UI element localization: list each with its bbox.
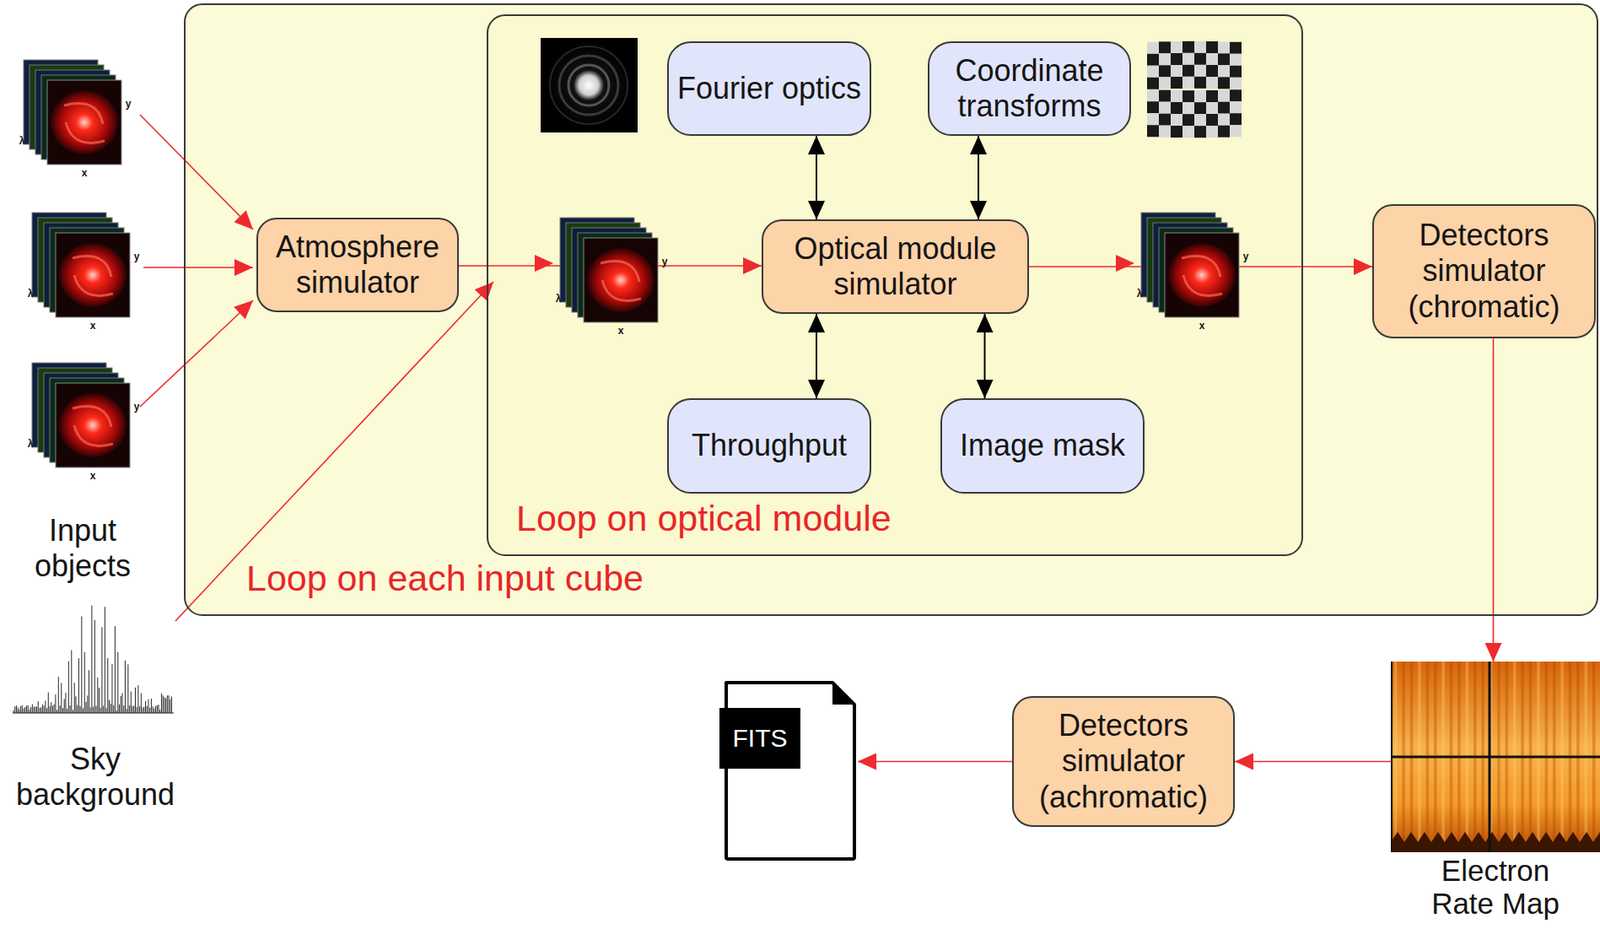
axis-letter: λ: [1136, 288, 1143, 299]
axis-letter: λ: [27, 288, 34, 299]
flow-arrow: [1234, 760, 1391, 763]
bidirectional-arrow: [815, 135, 818, 220]
box-label: Coordinate transforms: [936, 53, 1123, 124]
axis-letter: y: [134, 401, 141, 412]
document-icon: [721, 678, 858, 862]
process-box: Throughput: [667, 398, 872, 494]
loop-label: Loop on optical module: [516, 497, 892, 539]
loop-region-fill: [183, 3, 1599, 616]
flow-arrow: [1492, 338, 1495, 662]
input-arrow: [140, 300, 254, 407]
box-label: Fourier optics: [677, 70, 862, 107]
fits-file: FITS: [721, 678, 858, 862]
axis-letter: x: [1199, 320, 1206, 331]
bidirectional-arrow: [984, 313, 986, 399]
loop-region: Fourier optics Coordinate transformsOptic…: [183, 3, 1599, 616]
bidirectional-arrow: [815, 313, 818, 399]
input-arrow: [143, 266, 254, 269]
data-cube: [32, 212, 130, 318]
axis-letter: λ: [555, 293, 562, 304]
axis-letter: y: [125, 98, 132, 109]
loop-region-fill: [484, 12, 1302, 555]
electron-rate-map: Electron Rate Map: [1390, 661, 1600, 929]
input-arrows: [140, 114, 494, 621]
axis-letter: y: [662, 256, 669, 267]
data-cube: [560, 217, 658, 323]
loop-region: Fourier optics Coordinate transformsOptic…: [486, 14, 1304, 556]
box-label: Atmosphere simulator: [264, 229, 451, 301]
box-label: Throughput: [691, 427, 847, 464]
data-cube: [1141, 212, 1240, 318]
input-caption: Input objects: [0, 512, 168, 584]
axis-letter: λ: [19, 135, 26, 146]
data-cube: [32, 362, 130, 468]
airy-disk-icon: [540, 37, 638, 133]
loop-label: Loop on each input cube: [246, 557, 644, 599]
input-caption: Sky background: [10, 741, 180, 813]
box-label: Detectors simulator (chromatic): [1380, 217, 1588, 324]
electron-map-image: [1390, 661, 1600, 852]
map-caption: Electron Rate Map: [1406, 853, 1585, 920]
axis-letter: x: [81, 167, 88, 178]
process-box: Fourier optics: [667, 41, 872, 136]
axis-letter: x: [618, 325, 625, 336]
data-cube: [23, 59, 122, 165]
process-box: Atmosphere simulator: [256, 217, 459, 313]
sky-spectrum: [12, 605, 174, 713]
process-box: Coordinate transforms: [927, 41, 1132, 136]
axis-letter: x: [90, 320, 97, 331]
axis-letter: y: [134, 251, 141, 262]
axis-letter: x: [90, 470, 97, 481]
flow-arrow: [857, 760, 1013, 763]
file-type-tag: FITS: [719, 707, 801, 769]
cube-arrowhead: [534, 254, 554, 272]
distortion-checkerboard: [1147, 41, 1242, 138]
bidirectional-arrow: [977, 135, 980, 220]
process-box: Detectors simulator (achromatic): [1012, 695, 1235, 827]
process-box: Optical module simulator: [761, 219, 1029, 314]
process-box: Image mask: [940, 398, 1145, 494]
cube-arrowhead: [1115, 254, 1135, 272]
axis-letter: λ: [27, 438, 34, 449]
axis-letter: y: [1243, 251, 1250, 262]
box-label: Optical module simulator: [770, 231, 1021, 302]
box-label: Image mask: [959, 427, 1126, 464]
input-arrow: [140, 114, 254, 230]
box-label: Detectors simulator (achromatic): [1020, 707, 1227, 814]
process-box: Detectors simulator (chromatic): [1372, 204, 1596, 339]
